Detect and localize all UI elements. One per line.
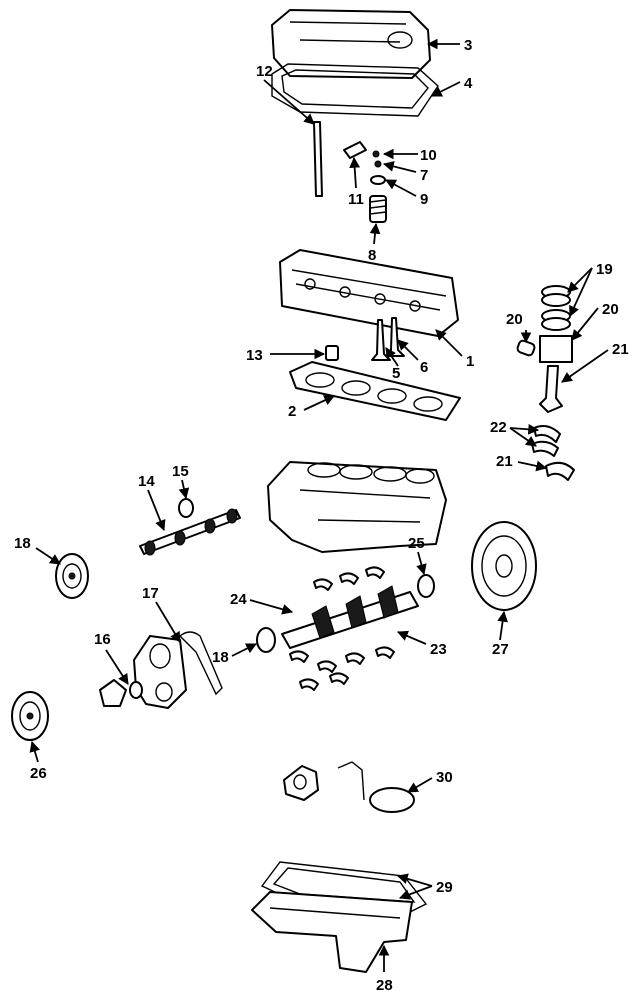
callout-20-piston: 20 <box>602 301 619 318</box>
timing-cover-gasket-part[interactable] <box>178 631 223 696</box>
rocker-nut-part[interactable] <box>372 150 380 158</box>
rod-cap-part[interactable] <box>545 461 575 481</box>
camshaft-part[interactable] <box>139 508 241 556</box>
crankshaft-part[interactable] <box>281 585 419 649</box>
callout-labels: 3 4 12 10 7 11 9 8 19 20 20 21 1 6 5 13 … <box>14 37 629 994</box>
rod-bearing-lower-part[interactable] <box>531 440 559 457</box>
crank-seal-part[interactable] <box>256 627 276 653</box>
callout-13: 13 <box>246 347 263 364</box>
connecting-rod-part[interactable] <box>539 365 563 413</box>
callout-9: 9 <box>420 191 428 208</box>
piston-rings-part[interactable] <box>541 285 571 331</box>
callout-12: 12 <box>256 63 273 80</box>
valve-cover-part[interactable] <box>271 9 431 79</box>
callout-23: 23 <box>430 641 447 658</box>
rod-bearing-part[interactable] <box>533 425 561 443</box>
valve-lifter-part[interactable] <box>325 345 339 361</box>
pushrod-part[interactable] <box>313 121 323 197</box>
callout-6: 6 <box>420 359 428 376</box>
callout-4: 4 <box>464 75 473 92</box>
callout-14: 14 <box>138 473 155 490</box>
cam-bearing-part[interactable] <box>178 498 194 518</box>
spring-retainer-part[interactable] <box>370 175 386 185</box>
callout-21-cap: 21 <box>496 453 513 470</box>
callout-7: 7 <box>420 167 428 184</box>
callout-15: 15 <box>172 463 189 480</box>
rocker-arm-part[interactable] <box>343 141 367 159</box>
callout-28: 28 <box>376 977 393 994</box>
callout-16: 16 <box>94 631 111 648</box>
callout-5: 5 <box>392 365 400 382</box>
callout-30: 30 <box>436 769 453 786</box>
valve-spring-part[interactable] <box>369 195 387 223</box>
piston-pin-part[interactable] <box>516 339 536 357</box>
oil-pickup-part[interactable] <box>337 761 415 813</box>
callout-18-balancer: 18 <box>14 535 31 552</box>
valve-keeper-part[interactable] <box>374 160 382 168</box>
callout-8: 8 <box>368 247 376 264</box>
rear-main-seal-part[interactable] <box>417 574 435 598</box>
valve-cover-gasket-part[interactable] <box>271 63 439 117</box>
callout-10: 10 <box>420 147 437 164</box>
intake-valve-part[interactable] <box>371 319 391 361</box>
callout-27: 27 <box>492 641 509 658</box>
callout-18-seal: 18 <box>212 649 229 666</box>
callout-22: 22 <box>490 419 507 436</box>
engine-block-part[interactable] <box>267 461 447 553</box>
callout-3: 3 <box>464 37 472 54</box>
callout-19: 19 <box>596 261 613 278</box>
main-bearings-part[interactable] <box>289 566 395 691</box>
callout-24: 24 <box>230 591 247 608</box>
flywheel-part[interactable] <box>471 521 537 611</box>
cylinder-head-part[interactable] <box>279 249 459 337</box>
callout-1: 1 <box>466 353 474 370</box>
timing-cover-part[interactable] <box>133 635 187 709</box>
oil-pump-part[interactable] <box>283 765 319 801</box>
callout-20-pin: 20 <box>506 311 523 328</box>
callout-29: 29 <box>436 879 453 896</box>
piston-part[interactable] <box>539 335 573 363</box>
oil-pan-part[interactable] <box>251 891 413 973</box>
callout-21-rod: 21 <box>612 341 629 358</box>
callout-2: 2 <box>288 403 296 420</box>
callout-25: 25 <box>408 535 425 552</box>
head-gasket-part[interactable] <box>289 361 461 421</box>
crank-sprocket-part[interactable] <box>129 681 143 699</box>
crank-pulley-part[interactable] <box>11 691 49 741</box>
leader-lines <box>29 38 609 972</box>
water-pump-part[interactable] <box>99 679 127 707</box>
callout-11: 11 <box>348 191 364 208</box>
harmonic-balancer-part[interactable] <box>55 553 89 599</box>
callout-26: 26 <box>30 765 47 782</box>
callout-17: 17 <box>142 585 159 602</box>
